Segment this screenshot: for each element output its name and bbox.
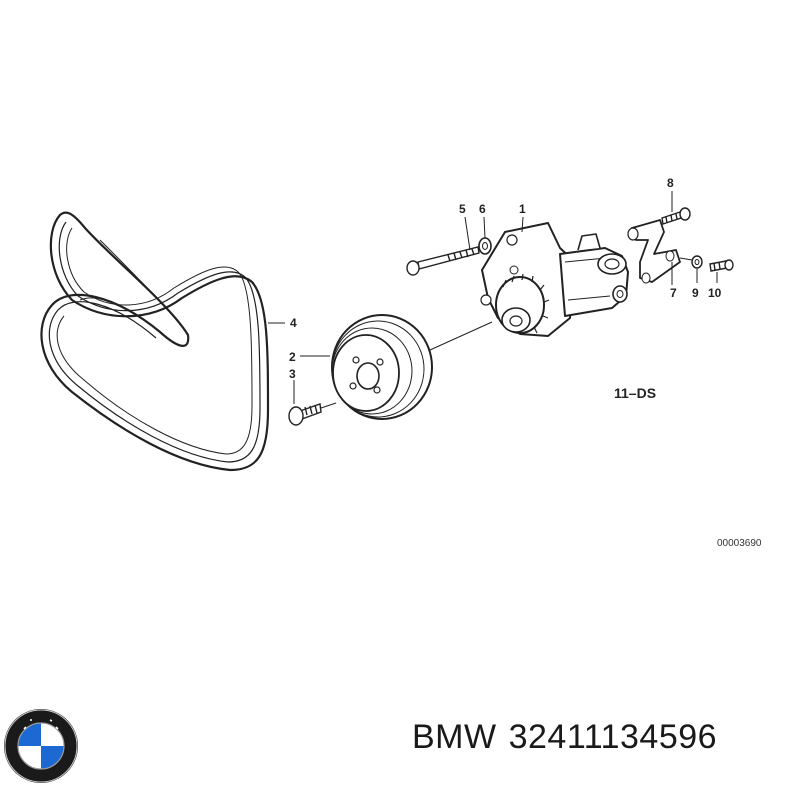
callout-5: 5 xyxy=(459,202,466,216)
callout-1: 1 xyxy=(519,202,526,216)
callout-3: 3 xyxy=(289,367,296,381)
callout-7: 7 xyxy=(670,286,677,300)
callout-10: 10 xyxy=(708,286,722,300)
support-bracket xyxy=(627,219,681,284)
callout-6: 6 xyxy=(479,202,486,216)
callout-8: 8 xyxy=(667,176,674,190)
part-number: 32411134596 xyxy=(508,718,718,756)
drive-belt xyxy=(40,211,270,472)
callout-9: 9 xyxy=(692,286,699,300)
bracket-bolt-lower xyxy=(709,259,734,272)
drawing-reference: 00003690 xyxy=(717,538,762,549)
group-code: 11–DS xyxy=(614,385,656,401)
pulley-bolt xyxy=(288,403,322,426)
power-steering-pump xyxy=(480,222,629,337)
callout-4: 4 xyxy=(290,316,297,330)
bmw-logo xyxy=(4,709,78,783)
brand-name: BMW xyxy=(412,718,497,756)
callout-2: 2 xyxy=(289,350,296,364)
long-bolt xyxy=(406,246,480,276)
washer xyxy=(478,237,492,255)
small-washer xyxy=(691,255,703,269)
pulley xyxy=(331,314,433,420)
bracket-bolt-upper xyxy=(661,207,691,225)
part-number-line: BMW 32411134596 xyxy=(412,718,717,757)
